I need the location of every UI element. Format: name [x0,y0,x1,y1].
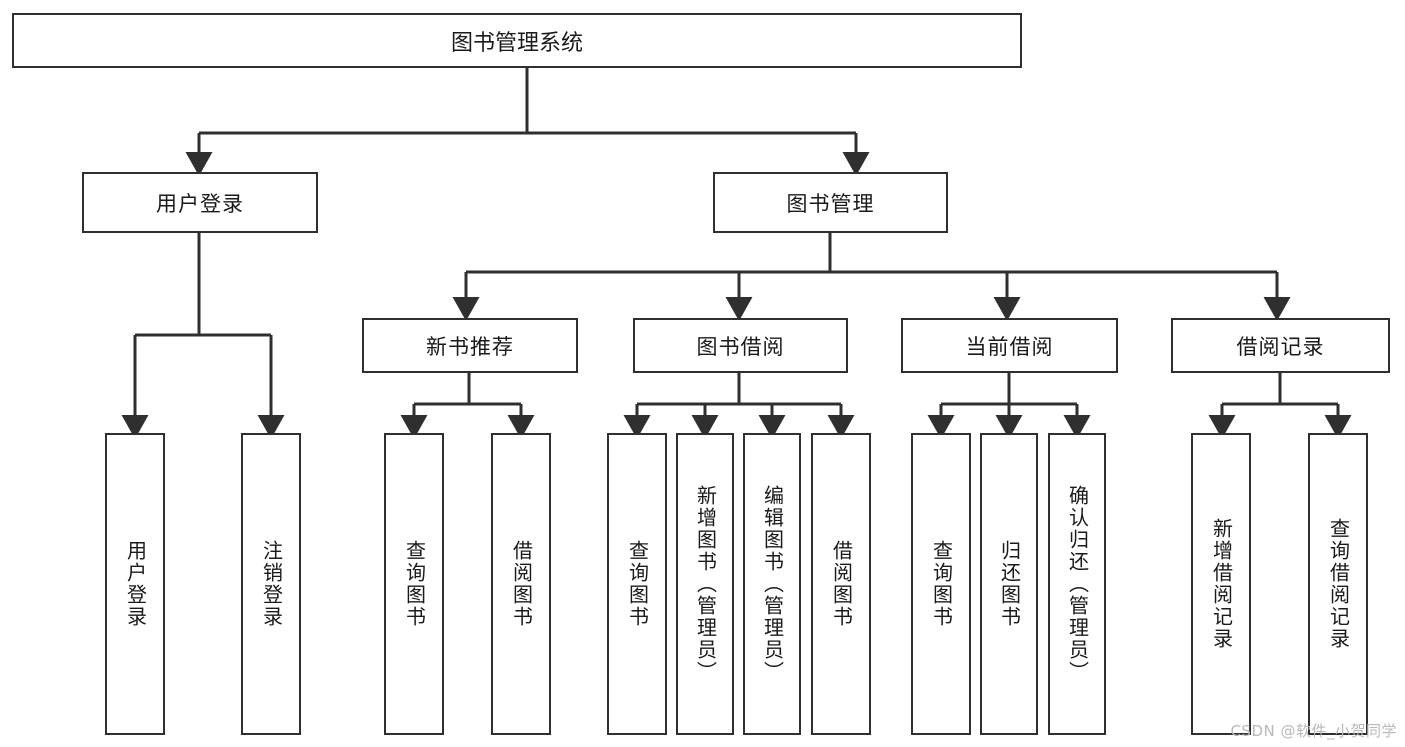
node-book-management-label: 图书管理 [786,191,875,216]
leaf-borrow-query-book-label: 查询图书 [625,540,650,628]
node-root-label: 图书管理系统 [450,30,583,56]
leaf-current-query-book-label: 查询图书 [929,540,954,628]
node-new-book-recommend[interactable]: 新书推荐 [362,318,578,373]
leaf-new-book-borrow[interactable]: 借阅图书 [491,433,551,735]
node-new-book-recommend-label: 新书推荐 [426,334,514,359]
leaf-add-book-admin[interactable]: 新增图书（管理员） [676,433,734,735]
leaf-query-borrow-record-label: 查询借阅记录 [1326,518,1351,650]
node-book-borrow-label: 图书借阅 [696,334,785,359]
leaf-confirm-return-admin[interactable]: 确认归还（管理员） [1048,433,1106,735]
node-borrow-record-label: 借阅记录 [1236,334,1325,359]
node-user-login-label: 用户登录 [156,191,244,216]
leaf-current-query-book[interactable]: 查询图书 [911,433,971,735]
leaf-return-book-label: 归还图书 [997,540,1022,628]
leaf-confirm-return-admin-label: 确认归还（管理员） [1065,485,1090,683]
node-book-management[interactable]: 图书管理 [713,172,948,233]
node-root[interactable]: 图书管理系统 [12,13,1022,68]
leaf-edit-book-admin-label: 编辑图书（管理员） [760,485,785,683]
leaf-add-borrow-record[interactable]: 新增借阅记录 [1191,433,1251,735]
node-user-login[interactable]: 用户登录 [82,172,318,233]
leaf-add-borrow-record-label: 新增借阅记录 [1209,518,1234,650]
node-current-borrow-label: 当前借阅 [965,334,1054,359]
leaf-return-book[interactable]: 归还图书 [980,433,1038,735]
node-book-borrow[interactable]: 图书借阅 [633,318,848,373]
leaf-logout[interactable]: 注销登录 [241,433,301,735]
leaf-borrow-book[interactable]: 借阅图书 [811,433,871,735]
leaf-new-book-query-label: 查询图书 [402,540,427,628]
leaf-new-book-query[interactable]: 查询图书 [384,433,444,735]
leaf-borrow-book-label: 借阅图书 [829,540,854,628]
leaf-borrow-query-book[interactable]: 查询图书 [607,433,667,735]
leaf-edit-book-admin[interactable]: 编辑图书（管理员） [743,433,801,735]
node-borrow-record[interactable]: 借阅记录 [1171,318,1390,373]
leaf-user-login-label: 用户登录 [123,540,148,628]
leaf-logout-label: 注销登录 [259,540,284,628]
watermark: CSDN @软件_小贺同学 [1230,722,1397,740]
leaf-add-book-admin-label: 新增图书（管理员） [693,485,718,683]
leaf-user-login[interactable]: 用户登录 [105,433,165,735]
leaf-new-book-borrow-label: 借阅图书 [509,540,534,628]
node-current-borrow[interactable]: 当前借阅 [901,318,1118,373]
leaf-query-borrow-record[interactable]: 查询借阅记录 [1308,433,1368,735]
